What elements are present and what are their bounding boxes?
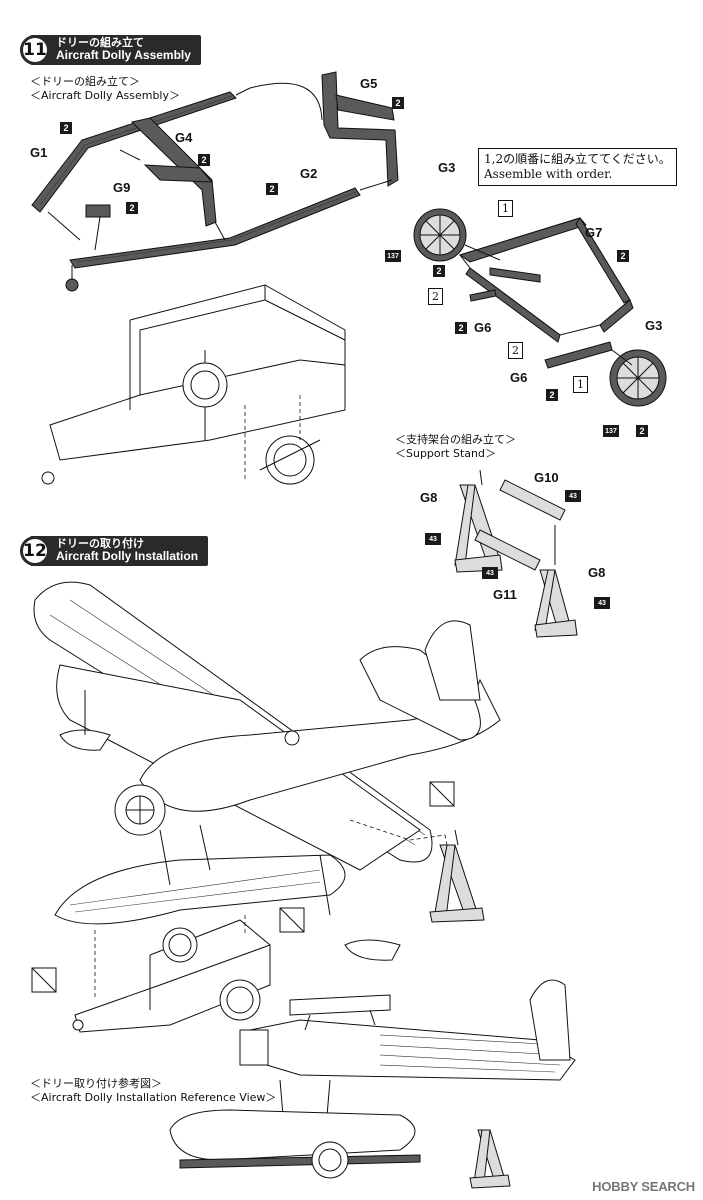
badge-2: 2: [392, 97, 404, 109]
badge-137: 137: [385, 250, 401, 262]
badge-43: 43: [565, 490, 581, 502]
label-g3-top: G3: [438, 160, 456, 175]
step-12-title-en: Aircraft Dolly Installation: [56, 549, 199, 564]
label-g11: G11: [493, 587, 517, 602]
step-11-header: 11 ドリーの組み立て Aircraft Dolly Assembly: [20, 35, 201, 65]
part-g6-top: [469, 289, 497, 302]
reference-caption-jp: ＜ドリー取り付け参考図＞: [30, 1077, 162, 1090]
reference-view-caption: ＜ドリー取り付け参考図＞ ＜Aircraft Dolly Installatio…: [30, 1077, 276, 1105]
label-g4: G4: [175, 130, 193, 145]
step-11-title-en: Aircraft Dolly Assembly: [56, 48, 191, 63]
part-g1: [31, 91, 237, 213]
label-g6-top: G6: [474, 320, 492, 335]
assembled-dolly-step11: [41, 284, 346, 485]
badge-43: 43: [482, 567, 498, 579]
badge-2: 2: [455, 322, 467, 334]
badge-43: 43: [594, 597, 610, 609]
part-g9: [85, 204, 111, 218]
aircraft-drawing: [33, 581, 501, 961]
badge-2: 2: [636, 425, 648, 437]
step-11-title-jp: ドリーの組み立て: [56, 36, 144, 50]
part-g2: [69, 187, 361, 269]
label-g2: G2: [300, 166, 318, 181]
label-g8-right: G8: [588, 565, 606, 580]
dolly-installed-step12: [72, 915, 271, 1033]
badge-2: 2: [433, 265, 445, 277]
note-en: Assemble with order.: [484, 167, 613, 181]
support-subtitle-jp: ＜支持架台の組み立て＞: [395, 433, 516, 446]
badge-2: 2: [617, 250, 629, 262]
step-12-number: 12: [20, 536, 50, 566]
label-g5: G5: [360, 76, 378, 91]
step-12-header: 12 ドリーの取り付け Aircraft Dolly Installation: [20, 536, 209, 566]
label-g3-bottom: G3: [645, 318, 663, 333]
label-g7: G7: [585, 225, 603, 240]
reference-view-drawing: [169, 979, 576, 1189]
step-11-subtitle-jp: ＜ドリーの組み立て＞: [30, 75, 140, 88]
badge-2: 2: [60, 122, 72, 134]
order-box-1: 1: [573, 376, 588, 393]
order-box-1: 1: [498, 200, 513, 217]
order-box-2: 2: [508, 342, 523, 359]
part-g6-bottom: [544, 341, 613, 369]
badge-2: 2: [126, 202, 138, 214]
label-g8-left: G8: [420, 490, 438, 505]
reference-caption-en: ＜Aircraft Dolly Installation Reference V…: [30, 1090, 277, 1104]
badge-2: 2: [546, 389, 558, 401]
assembly-order-note: 1,2の順番に組み立ててください。 Assemble with order.: [478, 148, 677, 186]
step-12-title-jp: ドリーの取り付け: [56, 537, 144, 551]
support-stand-parts: [454, 469, 578, 638]
badge-137: 137: [603, 425, 619, 437]
note-jp: 1,2の順番に組み立ててください。: [484, 152, 671, 166]
support-subtitle-en: ＜Support Stand＞: [395, 446, 496, 460]
badge-43: 43: [425, 533, 441, 545]
label-g10: G10: [534, 470, 559, 485]
label-g6-bottom: G6: [510, 370, 528, 385]
support-stand-installed: [429, 829, 485, 923]
support-stand-subtitle: ＜支持架台の組み立て＞ ＜Support Stand＞: [395, 433, 516, 461]
label-g9: G9: [113, 180, 131, 195]
label-g1: G1: [30, 145, 48, 160]
order-box-2: 2: [428, 288, 443, 305]
step-11-subtitle: ＜ドリーの組み立て＞ ＜Aircraft Dolly Assembly＞: [30, 75, 180, 103]
step-11-subtitle-en: ＜Aircraft Dolly Assembly＞: [30, 88, 180, 102]
step-11-number: 11: [20, 35, 50, 65]
badge-2: 2: [198, 154, 210, 166]
hobby-search-watermark: HOBBY SEARCH: [592, 1179, 695, 1194]
no-glue-icon: [31, 781, 455, 993]
badge-2: 2: [266, 183, 278, 195]
